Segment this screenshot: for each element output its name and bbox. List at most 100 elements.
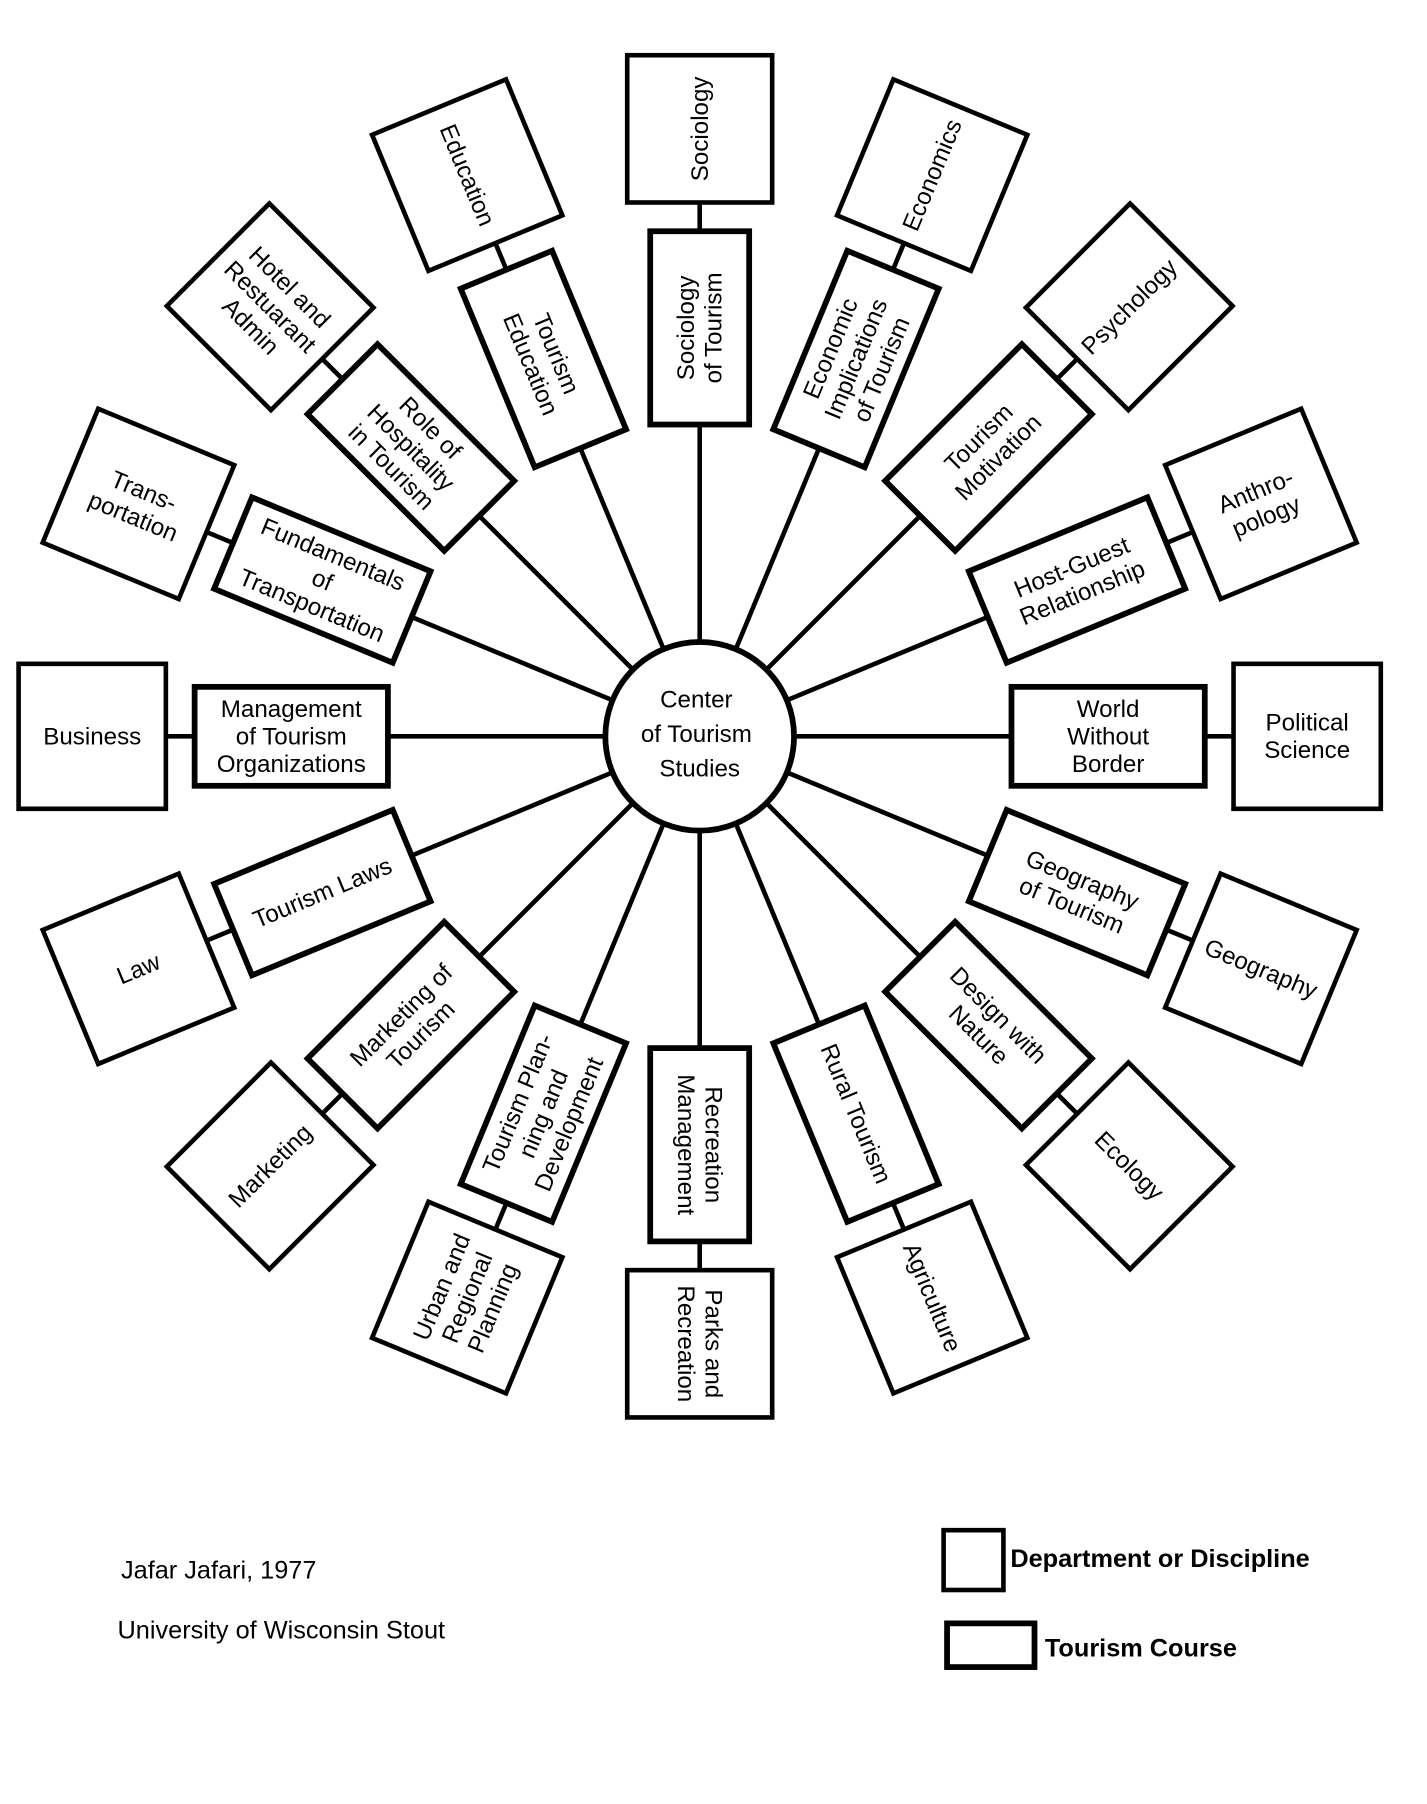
- box-label-line: Without: [1067, 723, 1149, 750]
- tourism-course-box: [647, 1045, 753, 1245]
- connector-line: [1055, 357, 1079, 381]
- spoke-line: [410, 770, 614, 858]
- discipline-box: [16, 661, 169, 812]
- connector-line: [1165, 529, 1194, 546]
- spoke-line: [578, 822, 666, 1026]
- tourism-course-box: [1008, 683, 1208, 789]
- discipline-box: [624, 52, 775, 205]
- credit-institution: University of Wisconsin Stout: [118, 1616, 446, 1644]
- center-line: Studies: [659, 756, 740, 783]
- tourism-course-box: [881, 917, 1096, 1133]
- legend-course-swatch: [944, 1620, 1038, 1670]
- legend-discipline-label: Department or Discipline: [1010, 1545, 1309, 1573]
- tourism-course-box: [191, 683, 391, 789]
- box-label-line: Recreation: [699, 1086, 726, 1203]
- spoke-line: [477, 801, 635, 959]
- tourism-course-box: [456, 247, 630, 471]
- discipline-box: [39, 870, 238, 1067]
- legend: Department or Discipline Tourism Course: [941, 1527, 1310, 1670]
- discipline-box: [1162, 870, 1360, 1067]
- discipline-box: [39, 405, 238, 603]
- spoke-line: [410, 614, 614, 703]
- box-label-line: Organizations: [217, 751, 366, 778]
- connector-line: [205, 529, 234, 546]
- spoke-line: [733, 822, 822, 1026]
- tourism-course-box: [210, 493, 435, 667]
- connector-line: [890, 242, 907, 271]
- discipline-box: [834, 1198, 1031, 1397]
- center-label: Center of Tourism Studies: [641, 687, 759, 783]
- box-label-line: Sociology: [673, 275, 700, 381]
- tourism-course-box: [303, 340, 519, 555]
- spokes: Sociologyof TourismSociologyEconomicImpl…: [16, 52, 1384, 1420]
- center-line: of Tourism: [641, 721, 752, 748]
- tourism-course-box: [303, 917, 519, 1133]
- box-label-line: Management: [221, 696, 362, 723]
- box-label-line: of Tourism: [701, 272, 728, 383]
- box-label-line: Parks and: [699, 1289, 726, 1398]
- box-label-line: Political: [1266, 710, 1349, 737]
- box-label: Business: [43, 723, 141, 750]
- box-label-line: Science: [1264, 737, 1350, 764]
- center-node: Center of Tourism Studies: [602, 639, 797, 834]
- credit-author: Jafar Jafari, 1977: [121, 1557, 316, 1585]
- connector-line: [1055, 1091, 1079, 1116]
- discipline-box: [369, 1198, 566, 1397]
- box-label-line: Border: [1072, 751, 1145, 778]
- box-label: RecreationManagement: [672, 1074, 727, 1215]
- box-label-line: Recreation: [672, 1285, 699, 1402]
- connector-line: [205, 927, 234, 943]
- spoke-line: [785, 614, 989, 703]
- legend-discipline-swatch: [941, 1527, 1006, 1593]
- spoke-line: [764, 801, 922, 959]
- connector-line: [890, 1202, 907, 1231]
- tourism-course-box: [769, 247, 943, 471]
- spoke-line: [785, 770, 989, 858]
- spoke-line: [764, 514, 922, 672]
- box-label-line: Sociology: [687, 76, 714, 182]
- discipline-box: [1022, 1059, 1236, 1273]
- tourism-course-box: [965, 806, 1190, 980]
- discipline-box: [1231, 661, 1384, 812]
- tourism-course-box: [456, 1001, 630, 1226]
- box-label: Sociology: [687, 76, 714, 182]
- spoke-line: [733, 447, 822, 651]
- tourism-course-box: [881, 340, 1096, 555]
- box-label: Sociologyof Tourism: [673, 272, 728, 383]
- spoke-line: [578, 447, 666, 651]
- box-label-line: World: [1077, 696, 1140, 723]
- connector-line: [320, 1091, 345, 1116]
- discipline-box: [163, 200, 377, 414]
- box-label: Parks andRecreation: [672, 1285, 727, 1402]
- discipline-box: [834, 76, 1031, 274]
- discipline-box: [624, 1267, 775, 1420]
- connector-line: [1165, 927, 1194, 943]
- box-label-line: Management: [672, 1074, 699, 1215]
- legend-course-label: Tourism Course: [1045, 1635, 1237, 1663]
- box-label-line: Business: [43, 723, 141, 750]
- discipline-box: [369, 76, 566, 274]
- box-label-line: of Tourism: [236, 723, 347, 750]
- center-line: Center: [660, 687, 733, 714]
- discipline-box: [1022, 200, 1236, 414]
- tourism-course-box: [965, 493, 1190, 667]
- connector-line: [493, 1202, 509, 1231]
- connector-line: [493, 242, 509, 271]
- connector-line: [320, 357, 345, 381]
